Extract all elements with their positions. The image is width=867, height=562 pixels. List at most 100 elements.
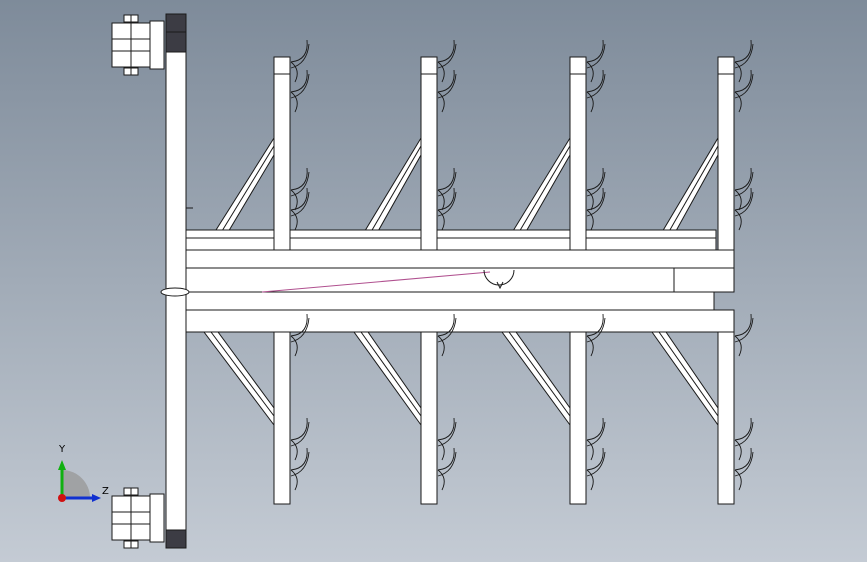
tine-1-1-0-2 bbox=[437, 171, 457, 197]
tine-1-0-0 bbox=[437, 39, 455, 63]
tine-3-1-0 bbox=[734, 167, 752, 191]
lower-diagonal-brace-edge-1 bbox=[360, 331, 422, 417]
tine-2-0-0 bbox=[586, 39, 604, 63]
end-block bbox=[673, 267, 735, 293]
tine-1-1-0-hook bbox=[437, 189, 445, 211]
tine-2-2-0 bbox=[586, 313, 604, 337]
tine-0-3-1-2 bbox=[290, 451, 310, 477]
tine-3-2-0-2 bbox=[734, 317, 754, 343]
triad-quadrant bbox=[62, 470, 90, 498]
upper-main-beam bbox=[185, 249, 735, 269]
tine-2-3-1-hook bbox=[586, 469, 594, 491]
tine-3-0-0-hook bbox=[734, 61, 742, 83]
upper-post-1 bbox=[420, 56, 438, 251]
tine-1-1-1-hook bbox=[437, 209, 445, 231]
tine-2-3-1-2 bbox=[586, 451, 606, 477]
tine-3-1-1-hook bbox=[734, 209, 742, 231]
tine-1-3-1-2 bbox=[437, 451, 457, 477]
tine-2-0-0-2 bbox=[586, 43, 606, 69]
tine-0-1-1 bbox=[290, 187, 308, 211]
tine-0-0-1-hook bbox=[290, 91, 298, 113]
tine-0-3-1-hook bbox=[290, 469, 298, 491]
tine-3-1-1 bbox=[734, 187, 752, 211]
center-rail bbox=[185, 291, 715, 311]
bottom-dark-block bbox=[165, 529, 187, 549]
tine-1-3-0-2 bbox=[437, 421, 457, 447]
bottom-wheel-plate bbox=[149, 493, 165, 543]
lower-post-1 bbox=[420, 331, 438, 505]
z-axis-arrow bbox=[92, 494, 101, 502]
tine-3-1-0-hook bbox=[734, 189, 742, 211]
tine-2-1-1-2 bbox=[586, 191, 606, 217]
lower-diagonal-brace-edge-3 bbox=[658, 331, 719, 417]
tine-2-0-0-hook bbox=[586, 61, 594, 83]
tine-3-2-0-hook bbox=[734, 335, 742, 357]
upper-rail bbox=[185, 229, 717, 251]
sketch-arrow bbox=[496, 281, 504, 290]
tine-0-0-0-2 bbox=[290, 43, 310, 69]
top-dark-block-lower bbox=[165, 31, 187, 53]
tine-1-0-1-2 bbox=[437, 73, 457, 99]
tine-0-2-0-hook bbox=[290, 335, 298, 357]
tine-3-0-1-2 bbox=[734, 73, 754, 99]
tine-2-1-0 bbox=[586, 167, 604, 191]
tine-2-2-0-2 bbox=[586, 317, 606, 343]
tine-1-0-0-2 bbox=[437, 43, 457, 69]
lower-diagonal-brace-edge-0 bbox=[210, 331, 275, 417]
z-axis-label: Z bbox=[102, 486, 109, 497]
tine-0-3-0-hook bbox=[290, 439, 298, 461]
tine-1-1-1-2 bbox=[437, 191, 457, 217]
tine-2-0-1-2 bbox=[586, 73, 606, 99]
lower-diagonal-brace-edge-2 bbox=[508, 331, 571, 417]
y-axis-label: Y bbox=[59, 444, 66, 455]
tine-1-3-0-hook bbox=[437, 439, 445, 461]
lower-post-2 bbox=[569, 331, 587, 505]
tine-2-3-0-2 bbox=[586, 421, 606, 447]
tine-2-3-1 bbox=[586, 447, 604, 471]
x-axis-dot bbox=[58, 494, 66, 502]
tine-0-1-0-2 bbox=[290, 171, 310, 197]
tine-2-2-0-hook bbox=[586, 335, 594, 357]
tine-0-0-1 bbox=[290, 69, 308, 93]
tine-3-0-0-2 bbox=[734, 43, 754, 69]
tine-3-0-1 bbox=[734, 69, 752, 93]
tine-3-1-0-2 bbox=[734, 171, 754, 197]
lower-post-0 bbox=[273, 331, 291, 505]
tine-3-3-0-hook bbox=[734, 439, 742, 461]
tine-0-1-0 bbox=[290, 167, 308, 191]
lower-main-beam bbox=[185, 309, 735, 333]
upper-post-3 bbox=[717, 56, 735, 251]
tine-0-1-0-hook bbox=[290, 189, 298, 211]
tine-2-1-0-hook bbox=[586, 189, 594, 211]
tine-1-3-0 bbox=[437, 417, 455, 441]
tine-3-3-0-2 bbox=[734, 421, 754, 447]
main-column bbox=[165, 29, 187, 536]
lower-post-3 bbox=[717, 331, 735, 505]
tine-0-0-1-2 bbox=[290, 73, 310, 99]
tine-2-1-1 bbox=[586, 187, 604, 211]
frame-assembly[interactable] bbox=[111, 13, 754, 549]
axis-triad-icon bbox=[58, 460, 101, 502]
tine-0-2-0 bbox=[290, 313, 308, 337]
tine-1-2-0-hook bbox=[437, 335, 445, 357]
tine-0-1-1-2 bbox=[290, 191, 310, 217]
center-gap-beam bbox=[185, 267, 735, 293]
tine-1-3-1 bbox=[437, 447, 455, 471]
tine-0-1-1-hook bbox=[290, 209, 298, 231]
tine-3-3-1-hook bbox=[734, 469, 742, 491]
tine-3-0-1-hook bbox=[734, 91, 742, 113]
tine-2-1-0-2 bbox=[586, 171, 606, 197]
top-dark-block bbox=[165, 13, 187, 33]
tine-0-0-0-hook bbox=[290, 61, 298, 83]
tine-2-3-0 bbox=[586, 417, 604, 441]
tine-0-3-0 bbox=[290, 417, 308, 441]
upper-post-0 bbox=[273, 56, 291, 251]
tine-3-3-1 bbox=[734, 447, 752, 471]
tine-1-2-0 bbox=[437, 313, 455, 337]
tine-1-0-0-hook bbox=[437, 61, 445, 83]
y-axis-arrow bbox=[58, 460, 66, 470]
upper-post-2 bbox=[569, 56, 587, 251]
tine-3-1-1-2 bbox=[734, 191, 754, 217]
